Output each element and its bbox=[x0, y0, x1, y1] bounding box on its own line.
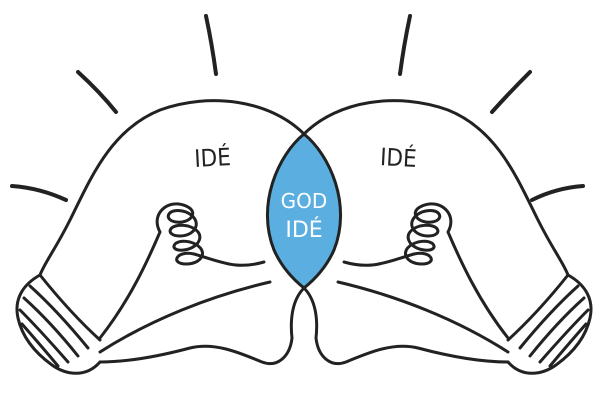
ray-left-mid bbox=[78, 72, 116, 112]
left-bulb-base bbox=[17, 275, 100, 373]
ray-left-low bbox=[12, 186, 66, 200]
left-filament bbox=[100, 204, 264, 338]
left-bulb-neck-top bbox=[40, 275, 100, 340]
right-bulb-label: IDÉ bbox=[379, 142, 417, 173]
ray-left-top bbox=[206, 16, 216, 74]
right-filament-lower bbox=[338, 282, 508, 352]
right-bulb bbox=[304, 101, 591, 374]
right-bulb-base bbox=[508, 275, 591, 373]
left-screw-thread-1 bbox=[30, 286, 88, 348]
right-screw-thread-1 bbox=[520, 286, 578, 348]
left-bulb bbox=[17, 101, 304, 374]
overlap-label-line1: GOD bbox=[281, 189, 328, 213]
overlap-label-line2: IDÉ bbox=[285, 217, 322, 243]
right-bulb-neck-top bbox=[508, 275, 568, 340]
ray-right-mid bbox=[492, 72, 530, 112]
left-filament-lower bbox=[100, 282, 270, 352]
left-bulb-label: IDÉ bbox=[194, 142, 232, 173]
ray-right-top bbox=[400, 16, 410, 74]
right-filament bbox=[344, 204, 508, 338]
ray-right-low bbox=[532, 186, 583, 200]
